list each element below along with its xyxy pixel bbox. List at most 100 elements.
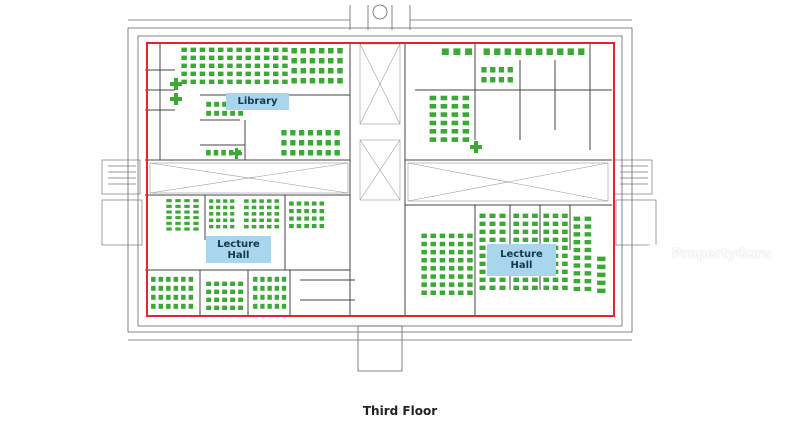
seat-mark	[552, 221, 559, 226]
seat-mark	[440, 104, 448, 109]
seat-mark	[244, 199, 249, 203]
seat-mark	[266, 224, 272, 229]
interior-walls	[145, 44, 612, 316]
seat-mark	[274, 294, 279, 300]
seat-mark	[499, 285, 506, 290]
seat-mark	[227, 79, 233, 84]
seat-mark	[440, 137, 448, 142]
seat-mark	[453, 48, 461, 55]
seat-mark	[573, 240, 581, 245]
seat-mark	[499, 237, 506, 242]
seat-mark	[227, 71, 233, 76]
seat-mark	[289, 209, 294, 214]
seat-mark	[479, 285, 486, 290]
seat-mark	[238, 305, 243, 310]
seat-mark	[254, 79, 261, 84]
seat-mark	[439, 274, 446, 279]
seat-mark	[479, 277, 486, 282]
seat-mark	[184, 227, 190, 231]
seat-mark	[273, 47, 279, 52]
seat-mark	[282, 63, 288, 68]
seat-mark	[158, 294, 164, 300]
seat-mark	[300, 48, 306, 54]
seat-mark	[223, 218, 228, 222]
seat-mark	[260, 276, 265, 282]
seat-mark	[430, 266, 436, 271]
seat-mark	[223, 205, 228, 210]
seat-mark	[230, 212, 235, 216]
seat-mark	[254, 71, 261, 76]
seat-mark	[499, 221, 506, 226]
seat-mark	[439, 290, 446, 295]
seat-mark	[251, 199, 257, 203]
seat-mark	[267, 285, 272, 291]
seat-mark	[181, 294, 186, 300]
seat-mark	[562, 269, 568, 274]
seat-mark	[304, 216, 309, 221]
seat-mark	[263, 71, 270, 76]
seat-mark	[151, 294, 156, 300]
seat-mark	[543, 213, 549, 218]
seat-mark	[291, 48, 297, 54]
seat-mark	[513, 285, 519, 290]
seat-mark	[334, 150, 340, 156]
seat-mark	[597, 264, 606, 269]
seat-mark	[429, 137, 437, 142]
seat-mark	[193, 204, 199, 208]
seat-mark	[245, 71, 251, 76]
seat-mark	[562, 277, 568, 282]
seat-mark	[543, 221, 549, 226]
seat-mark	[318, 68, 325, 74]
seat-mark	[193, 199, 199, 203]
seat-mark	[562, 213, 568, 218]
seat-mark	[552, 229, 559, 234]
seat-mark	[175, 227, 181, 231]
seat-mark	[448, 266, 455, 271]
seat-mark	[267, 303, 272, 309]
seat-mark	[181, 47, 187, 52]
seat-mark	[573, 247, 581, 253]
seat-mark	[451, 129, 459, 134]
seat-mark	[429, 120, 437, 126]
seat-mark	[304, 201, 309, 206]
seat-mark	[462, 112, 470, 117]
seat-mark	[188, 303, 194, 309]
seat-mark	[274, 276, 279, 282]
seat-mark	[216, 199, 221, 203]
seat-mark	[584, 263, 592, 268]
seat-mark	[209, 212, 214, 216]
seat-mark	[494, 48, 501, 55]
seat-mark	[206, 305, 211, 310]
seat-mark	[325, 130, 331, 136]
seat-mark	[158, 285, 164, 291]
seat-mark	[230, 224, 235, 229]
seat-mark	[513, 237, 519, 242]
seat-mark	[208, 55, 215, 60]
seat-mark	[251, 205, 257, 210]
seat-mark	[199, 79, 206, 84]
seat-mark	[584, 232, 592, 237]
seat-mark	[181, 71, 187, 76]
seat-mark	[318, 48, 325, 54]
seat-mark	[429, 95, 437, 101]
seat-mark	[513, 229, 519, 234]
seat-mark	[281, 303, 287, 309]
seat-mark	[282, 79, 288, 84]
seat-mark	[573, 255, 581, 260]
seat-mark	[421, 241, 427, 247]
seat-mark	[451, 112, 459, 117]
seat-mark	[467, 258, 473, 263]
seat-mark	[584, 255, 592, 260]
seat-mark	[290, 150, 296, 156]
seat-mark	[158, 303, 164, 309]
seat-mark	[543, 277, 549, 282]
seat-mark	[467, 241, 473, 247]
seat-mark	[597, 288, 606, 293]
seat-mark	[221, 150, 226, 156]
seat-mark	[166, 303, 171, 309]
seat-mark	[439, 241, 446, 247]
seat-mark	[304, 209, 309, 214]
seat-mark	[218, 55, 224, 60]
seat-mark	[522, 237, 529, 242]
seat-mark	[309, 78, 316, 84]
